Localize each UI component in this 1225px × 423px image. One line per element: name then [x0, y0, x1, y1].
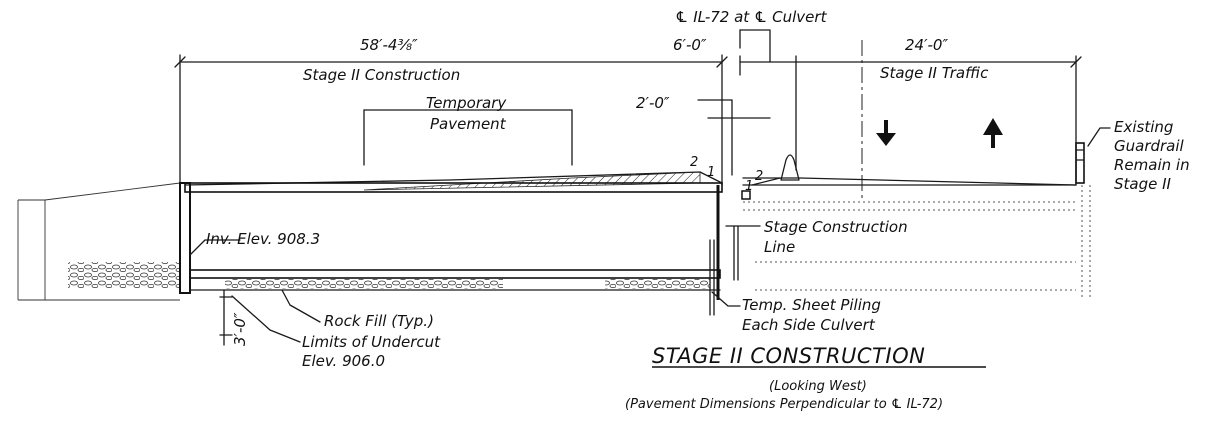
dimension-58ft — [174, 54, 728, 186]
drawing-title: STAGE II CONSTRUCTION — [652, 344, 925, 368]
guardrail-label-3: Remain in — [1114, 156, 1190, 174]
inv-elev-leader — [189, 239, 241, 256]
temporary-barrier — [780, 154, 800, 181]
pavement-label: Pavement — [430, 115, 507, 133]
temporary-label: Temporary — [426, 94, 507, 112]
undercut-leader — [231, 295, 301, 343]
guardrail-leader — [1087, 127, 1111, 147]
sheet-piling-label-2: Each Side Culvert — [742, 316, 876, 334]
arrow-up-icon — [983, 118, 1003, 148]
dim-label-24ft: 24′-0″ — [905, 36, 948, 54]
undercut-label-1: Limits of Undercut — [302, 333, 441, 351]
sheet-piling-leader — [711, 291, 741, 307]
guardrail-post-icon — [1075, 142, 1085, 184]
existing-roadway — [742, 177, 1091, 298]
slope-left-1: 1 — [707, 165, 715, 180]
centerline-leader-bend — [739, 29, 771, 63]
rock-fill-label: Rock Fill (Typ.) — [324, 312, 434, 330]
dimension-6ft: 6′-0″ — [673, 36, 797, 171]
subtitle-pavement-note: (Pavement Dimensions Perpendicular to ℄ … — [625, 397, 943, 412]
dim-label-6ft: 6′-0″ — [673, 36, 707, 54]
stage-traffic-label: Stage II Traffic — [880, 64, 989, 82]
slope-right-2: 2 — [755, 169, 763, 184]
guardrail-label-2: Guardrail — [1114, 137, 1185, 155]
rock-fill-leader — [281, 289, 321, 323]
slope-right-1: 1 — [745, 179, 753, 194]
sheet-piling-label-1: Temp. Sheet Piling — [742, 296, 881, 314]
slope-right-line — [751, 177, 781, 186]
guardrail-label-4: Stage II — [1114, 175, 1172, 193]
rock-riprap-left — [68, 262, 180, 288]
guardrail-label-1: Existing — [1114, 118, 1173, 136]
dimension-3ft — [219, 289, 233, 346]
dim-label-3ft: 3′-0″ — [231, 312, 249, 346]
inv-elev-label: Inv. Elev. 908.3 — [206, 230, 320, 248]
temporary-pavement-bracket — [363, 109, 573, 166]
left-embankment — [17, 182, 181, 301]
dim-label-2ft: 2′-0″ — [636, 94, 670, 112]
dim-label-58ft: 58′-4³⁄₈″ — [360, 36, 418, 54]
centerline-label: ℄ IL-72 at ℄ Culvert — [675, 8, 828, 26]
stage-line-label-2: Line — [764, 238, 795, 256]
stage-construction-label: Stage II Construction — [303, 66, 460, 84]
barrier-anchor — [741, 190, 751, 200]
stage-line-label-1: Stage Construction — [764, 218, 908, 236]
undercut-label-2: Elev. 906.0 — [302, 352, 385, 370]
subtitle-looking-west: (Looking West) — [769, 379, 867, 394]
sheet-piling — [709, 225, 739, 316]
culvert-box — [179, 171, 723, 300]
slope-left-2: 2 — [690, 155, 698, 170]
arrow-down-icon — [876, 120, 896, 146]
